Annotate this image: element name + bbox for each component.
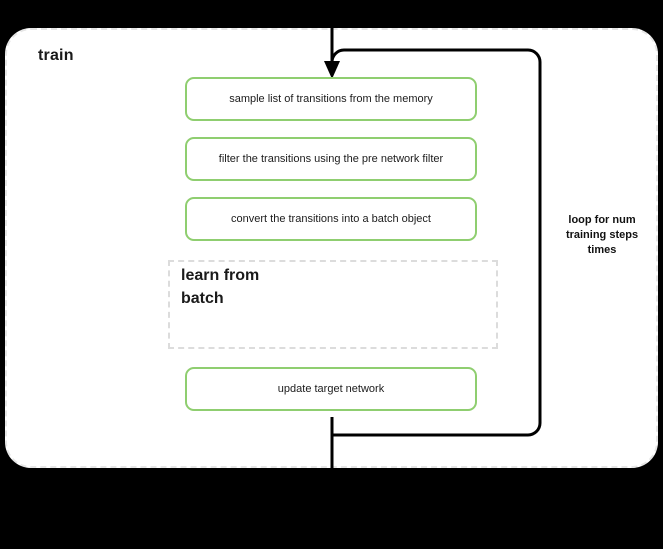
node-filter-transitions[interactable]: filter the transitions using the pre net… — [185, 137, 477, 181]
loop-label-line-2: training steps — [565, 228, 639, 241]
loop-label-line-1: loop for num — [568, 214, 636, 226]
node-label: sample list of transitions from the memo… — [229, 92, 433, 105]
page-title: train — [38, 47, 74, 64]
node-sample-list-of-transitions[interactable]: sample list of transitions from the memo… — [185, 77, 477, 121]
loop-label-line-3: times — [587, 243, 617, 256]
loop-annotation-label: loop for num training steps times — [546, 213, 658, 258]
subgraph-title-line-2: batch — [181, 289, 224, 307]
node-label: update target network — [277, 382, 385, 395]
subgraph-title-line-1: learn from — [181, 267, 260, 284]
subgraph-title: learn from batch — [181, 265, 311, 310]
node-label: filter the transitions using the pre net… — [218, 152, 444, 165]
node-convert-transitions[interactable]: convert the transitions into a batch obj… — [185, 197, 477, 241]
node-update-target-network[interactable]: update target network — [185, 367, 477, 411]
node-label: convert the transitions into a batch obj… — [231, 212, 431, 225]
subgraph-learn-from-batch[interactable] — [168, 260, 498, 349]
